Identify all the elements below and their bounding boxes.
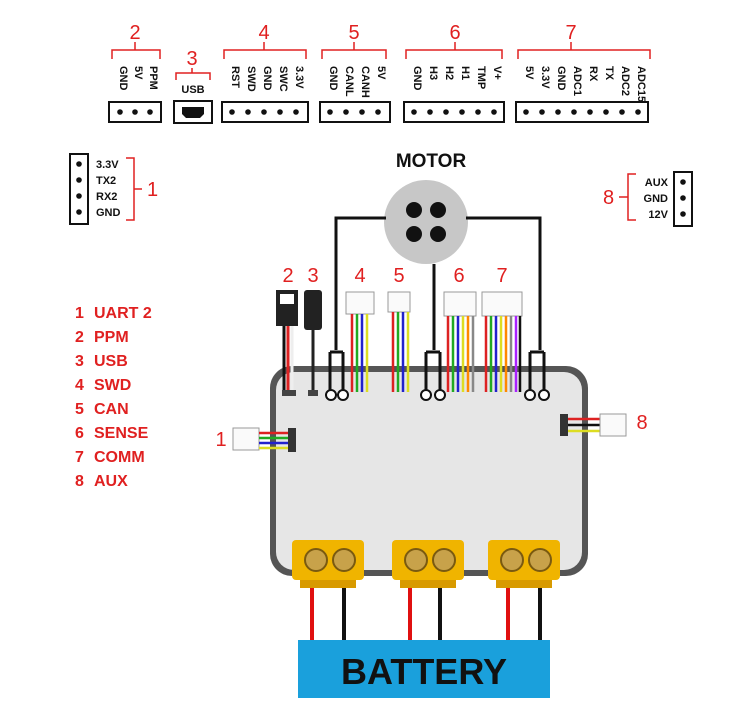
connector-comm-number: 7 bbox=[565, 22, 576, 44]
pin-label: ADC15 bbox=[635, 66, 647, 102]
legend-item-number: 2 bbox=[75, 329, 84, 346]
pin-label: GND bbox=[411, 66, 423, 91]
connector-ppm-number: 2 bbox=[129, 22, 140, 44]
connector-sense: 6 GND H3 H2 H1 TMP V+ bbox=[403, 22, 505, 123]
swd-cable bbox=[345, 291, 375, 392]
board-label-sense: 6 bbox=[453, 265, 464, 287]
board-label-swd: 4 bbox=[354, 265, 365, 287]
legend-item-number: 3 bbox=[75, 353, 84, 370]
legend-item-number: 8 bbox=[75, 473, 84, 490]
board-label-uart2: 1 bbox=[215, 429, 226, 451]
pin-label: 3.3V bbox=[293, 66, 305, 89]
sense-cable bbox=[443, 291, 477, 392]
pin-label: GND bbox=[117, 66, 129, 91]
pin-label: PPM bbox=[147, 66, 159, 90]
ppm-cable bbox=[276, 290, 298, 396]
pin-label: 5V bbox=[375, 66, 387, 80]
pin-label: GND bbox=[555, 66, 567, 91]
motor-label: MOTOR bbox=[396, 151, 467, 172]
pin-label: TMP bbox=[475, 66, 487, 89]
pin-label: H1 bbox=[459, 66, 471, 80]
connector-usb-number: 3 bbox=[186, 48, 197, 70]
battery: BATTERY bbox=[298, 640, 550, 698]
power-connectors bbox=[292, 540, 560, 640]
connector-swd-number: 4 bbox=[258, 22, 269, 44]
battery-label: BATTERY bbox=[341, 651, 507, 692]
xt-connector bbox=[392, 540, 464, 640]
pin-label: GND bbox=[96, 207, 121, 219]
xt-connector bbox=[292, 540, 364, 640]
usb-port-icon bbox=[182, 107, 204, 118]
pin-label: 3.3V bbox=[539, 66, 551, 89]
pin-label: SWC bbox=[277, 66, 289, 92]
pin-label: 5V bbox=[523, 66, 535, 80]
pin-label: SWD bbox=[245, 66, 257, 92]
pin-label: H2 bbox=[443, 66, 455, 80]
connector-can-number: 5 bbox=[348, 22, 359, 44]
pin-label: RX bbox=[587, 66, 599, 82]
connector-aux: 8 AUX GND 12V bbox=[603, 171, 693, 227]
esc-board bbox=[270, 366, 588, 576]
pin-label: ADC2 bbox=[619, 66, 631, 96]
legend-item-name: SWD bbox=[94, 377, 131, 394]
board-label-ppm: 2 bbox=[282, 265, 293, 287]
pin-label: TX2 bbox=[96, 175, 116, 187]
usb-cable bbox=[304, 290, 322, 396]
pin-label: V+ bbox=[491, 66, 503, 80]
pin-label: RST bbox=[229, 66, 241, 88]
legend-item-number: 5 bbox=[75, 401, 84, 418]
can-cable bbox=[387, 291, 411, 392]
legend-item-name: AUX bbox=[94, 473, 128, 490]
pin-label: ADC1 bbox=[571, 66, 583, 96]
pin-label: 12V bbox=[648, 209, 668, 221]
pin-label: 3.3V bbox=[96, 159, 119, 171]
board-label-can: 5 bbox=[393, 265, 404, 287]
legend-item-name: SENSE bbox=[94, 425, 149, 442]
uart2-plug bbox=[232, 427, 296, 452]
board-label-aux: 8 bbox=[636, 412, 647, 434]
connector-uart2-number: 1 bbox=[147, 179, 158, 201]
legend-item-number: 4 bbox=[75, 377, 84, 394]
connector-aux-number: 8 bbox=[603, 187, 614, 209]
motor: MOTOR bbox=[334, 151, 542, 350]
legend-item-name: PPM bbox=[94, 329, 129, 346]
pin-label: GND bbox=[327, 66, 339, 91]
legend-item-name: USB bbox=[94, 353, 128, 370]
xt-connector bbox=[488, 540, 560, 640]
legend-item-name: UART 2 bbox=[94, 305, 152, 322]
legend-item-name: CAN bbox=[94, 401, 129, 418]
pin-label: 5V bbox=[132, 66, 144, 80]
pin-label: CANH bbox=[359, 66, 371, 98]
legend-item-number: 7 bbox=[75, 449, 84, 466]
pin-label: AUX bbox=[645, 177, 669, 189]
comm-cable bbox=[481, 291, 523, 392]
motor-terminals bbox=[325, 350, 550, 401]
legend-item-number: 6 bbox=[75, 425, 84, 442]
pin-label: CANL bbox=[343, 66, 355, 97]
top-connectors: 2 GND 5V PPM 3 USB 4 RST SWD GND SWC bbox=[108, 22, 651, 124]
pin-label: RX2 bbox=[96, 191, 117, 203]
pin-label: H3 bbox=[427, 66, 439, 80]
board-label-comm: 7 bbox=[496, 265, 507, 287]
connector-uart2: 3.3V TX2 RX2 GND 1 bbox=[69, 153, 158, 225]
board-label-usb: 3 bbox=[307, 265, 318, 287]
connector-can: 5 GND CANL CANH 5V bbox=[319, 22, 391, 123]
connector-comm: 7 5V 3.3V GND ADC1 RX TX ADC2 ADC15 bbox=[515, 22, 651, 123]
pin-label: GND bbox=[261, 66, 273, 91]
connector-swd: 4 RST SWD GND SWC 3.3V bbox=[221, 22, 309, 123]
connector-usb: 3 USB bbox=[173, 48, 213, 124]
pin-label: GND bbox=[644, 193, 669, 205]
pin-label: USB bbox=[181, 84, 204, 96]
legend-item-name: COMM bbox=[94, 449, 145, 466]
legend-item-number: 1 bbox=[75, 305, 84, 322]
connector-sense-number: 6 bbox=[449, 22, 460, 44]
aux-plug bbox=[560, 413, 627, 437]
connector-ppm: 2 GND 5V PPM bbox=[108, 22, 162, 123]
legend: 1 UART 2 2 PPM 3 USB 4 SWD 5 CAN 6 SENSE 7 COMM… bbox=[75, 305, 152, 490]
pin-label: TX bbox=[603, 66, 615, 81]
